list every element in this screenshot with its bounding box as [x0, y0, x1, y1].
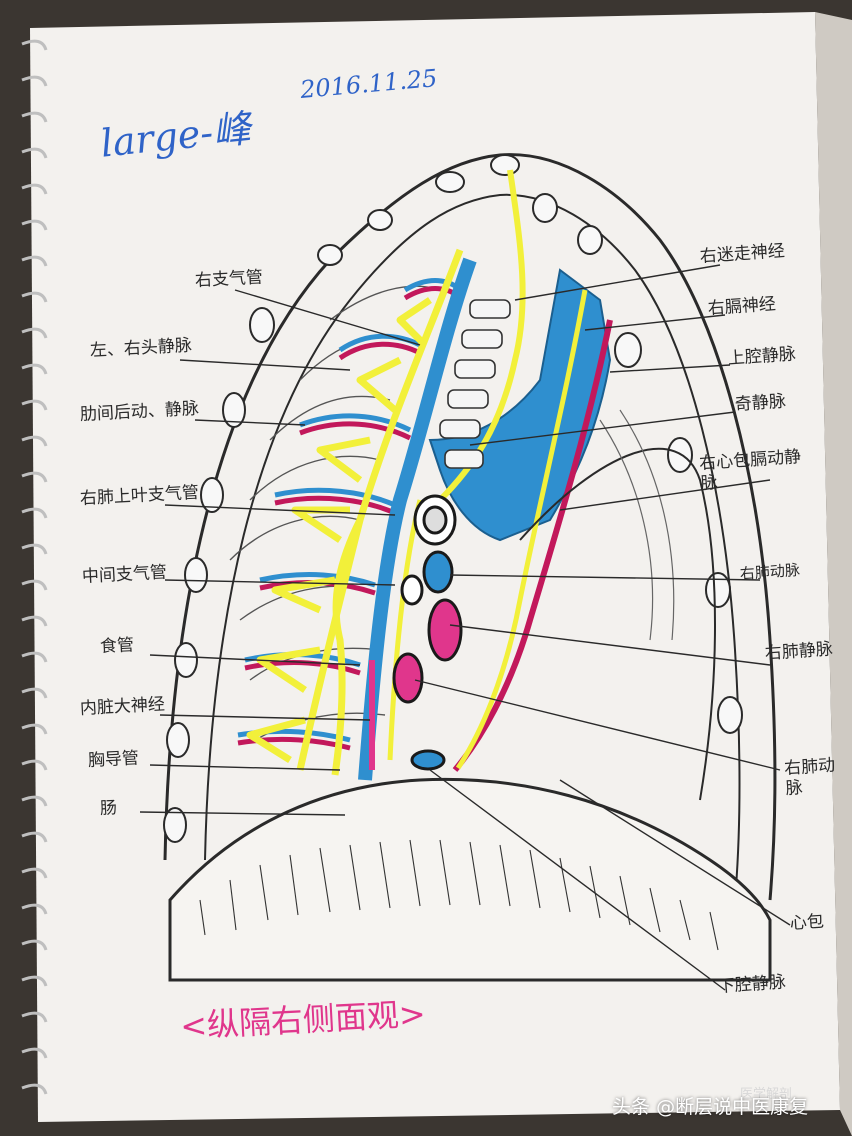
label-thoracic-duct: 胸导管	[87, 748, 140, 771]
watermark: 头条 @断层说中医康复	[612, 1092, 808, 1119]
phrenic-artery	[452, 319, 613, 772]
phrenic-nerve	[455, 289, 588, 770]
label-pericardiacophrenic-vessels: 右心包膈动静脉	[698, 446, 802, 494]
superior-vena-cava	[428, 268, 612, 542]
hilum-structures	[392, 494, 463, 771]
thoracic-wall-outline	[163, 153, 777, 901]
pericardium-outline	[519, 447, 716, 801]
label-right-pulmonary-artery-lower: 右肺动脉	[783, 755, 836, 799]
leader-lines	[139, 264, 791, 991]
spiral-binding	[21, 39, 48, 1095]
watermark-source: 头条	[612, 1096, 651, 1118]
label-right-bronchus: 右支气管	[194, 267, 264, 291]
vertebrae	[163, 154, 751, 924]
diaphragm	[168, 777, 772, 982]
diaphragm-hatching	[199, 839, 719, 951]
watermark-subtitle: 医学解剖	[740, 1087, 793, 1102]
vertebral-column	[439, 299, 511, 469]
label-gut: 肠	[99, 798, 118, 819]
label-azygos-vein: 奇静脉	[734, 391, 787, 415]
page-shadow-edge	[815, 12, 852, 1136]
watermark-account: @断层说中医康复	[656, 1096, 809, 1118]
label-esophagus: 食管	[99, 635, 135, 657]
label-pericardium: 心包	[789, 911, 825, 934]
lung-hatch-right	[599, 409, 675, 641]
